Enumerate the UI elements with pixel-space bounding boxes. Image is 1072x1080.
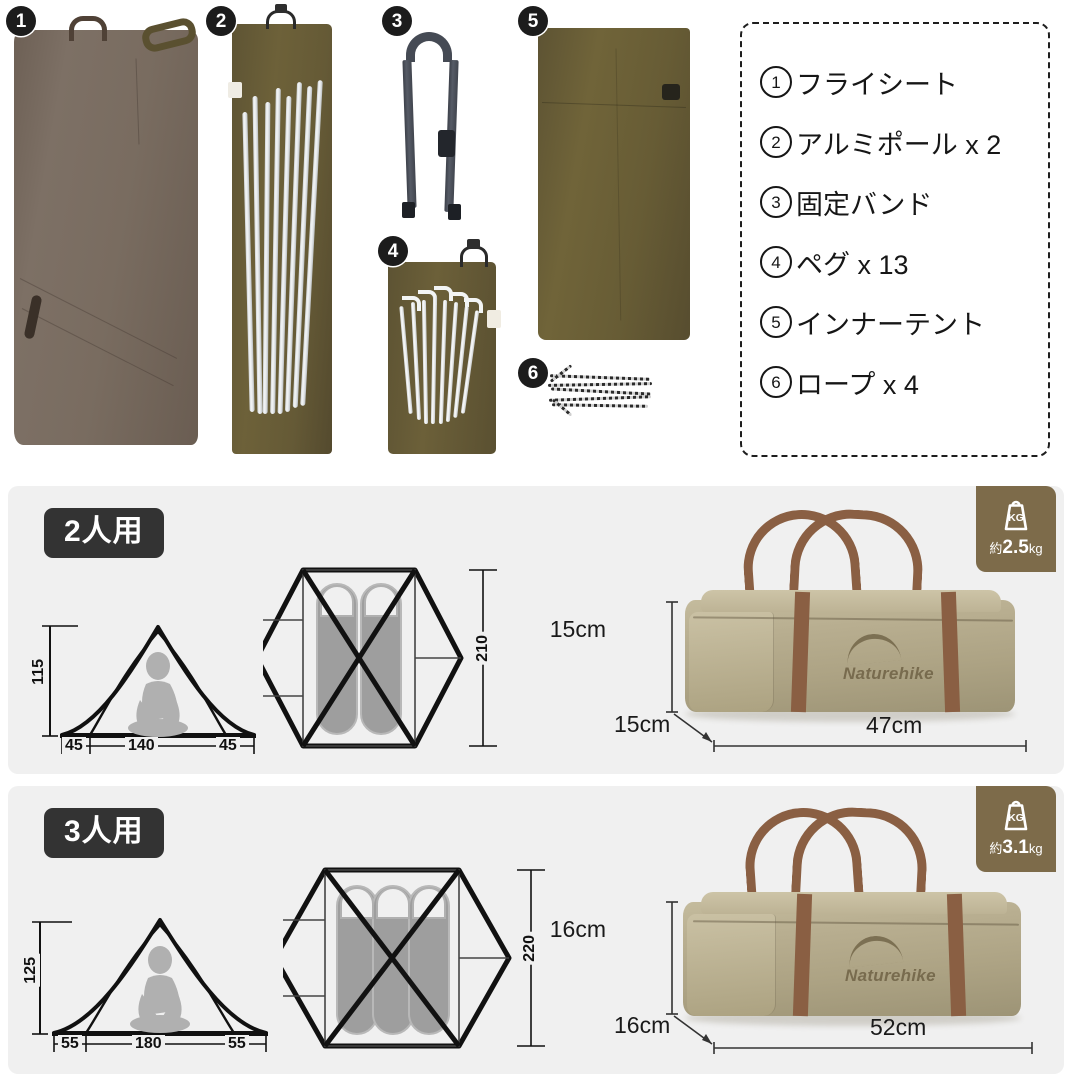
floorplan-depth-3p: 220 (521, 932, 539, 965)
bag-height-label-3p: 16cm (549, 916, 606, 942)
bag-end-pocket (687, 914, 776, 1016)
bag-height-label-2p: 15cm (549, 616, 606, 642)
fly-sheet-photo (14, 16, 198, 445)
brand-name-2p: Naturehike (843, 664, 934, 683)
part-number-badge-1: 1 (6, 6, 36, 36)
weight-badge-3p: KG 約3.1kg (976, 786, 1056, 872)
inner-tent-photo (538, 28, 690, 340)
bag-width-label-3p: 52cm (870, 1014, 927, 1040)
part-number-badge-4: 4 (378, 236, 408, 266)
legend-circle-number: 4 (760, 246, 792, 278)
inner-tent-strap (139, 15, 200, 62)
drawcord-icon (266, 4, 296, 29)
weight-value-3p: 約3.1kg (989, 837, 1043, 858)
parts-legend-box: 1 フライシート 2 アルミポール x 2 3 固定バンド 4 ペグ x 13 … (740, 22, 1050, 457)
part-number-badge-5: 5 (518, 6, 548, 36)
elevation-height-2p: 115 (30, 656, 48, 688)
part-number-badge-6: 6 (518, 358, 548, 388)
elevation-drawing-2p (42, 625, 256, 754)
legend-item-label: フライシート (796, 69, 958, 100)
elevation-right-width-3p: 55 (225, 1035, 249, 1053)
weight-kg-icon: KG (1004, 500, 1028, 531)
legend-circle-number: 2 (760, 126, 792, 158)
part-number-badge-2: 2 (206, 6, 236, 36)
bag-tag (228, 82, 242, 98)
bag-width-label-2p: 47cm (866, 712, 923, 738)
legend-item-label: ロープ x 4 (796, 369, 919, 400)
poles-bag-photo (228, 4, 332, 454)
floorplan-drawing-2p (263, 567, 497, 749)
band-tip (402, 202, 415, 218)
rope-photo (547, 364, 654, 418)
fixing-band-photo (392, 32, 466, 224)
weight-kg-icon: KG (1004, 800, 1028, 831)
legend-circle-number: 6 (760, 366, 792, 398)
drawcord-icon (460, 239, 488, 267)
bag-dimension-lines-2p (666, 601, 1027, 752)
capacity-badge-3p: 3人用 (44, 808, 164, 858)
inner-tent-buckle-icon (662, 84, 680, 100)
bag-dimension-lines-3p (666, 901, 1033, 1054)
legend-item-5: 5 インナーテント (760, 292, 1048, 352)
legend-circle-number: 1 (760, 66, 792, 98)
legend-item-4: 4 ペグ x 13 (760, 232, 1048, 292)
legend-item-3: 3 固定バンド (760, 172, 1048, 232)
bag-end-pocket (689, 612, 774, 712)
parts-overview-area: 1 2 3 4 (0, 0, 1072, 472)
elevation-center-width-3p: 180 (132, 1035, 165, 1053)
brand-name-3p: Naturehike (845, 966, 936, 985)
legend-item-2: 2 アルミポール x 2 (760, 112, 1048, 172)
legend-item-label: ペグ x 13 (796, 249, 909, 280)
legend-circle-number: 5 (760, 306, 792, 338)
elevation-right-width-2p: 45 (216, 737, 240, 755)
legend-item-6: 6 ロープ x 4 (760, 352, 1048, 412)
legend-item-label: 固定バンド (796, 189, 933, 220)
floorplan-drawing-3p (283, 867, 545, 1049)
legend-item-label: アルミポール x 2 (796, 129, 1002, 160)
weight-value-2p: 約2.5kg (989, 537, 1043, 558)
spec-panel-3-person: 3人用 KG 約3.1kg 125 55 180 55 (8, 786, 1064, 1074)
svg-text:KG: KG (1008, 812, 1024, 824)
legend-item-1: 1 フライシート (760, 52, 1048, 112)
svg-text:KG: KG (1008, 512, 1024, 524)
weight-badge-2p: KG 約2.5kg (976, 486, 1056, 572)
legend-item-label: インナーテント (796, 309, 985, 340)
carry-bag-photo-3p: Naturehike (643, 796, 1043, 1046)
elevation-height-3p: 125 (22, 954, 40, 987)
bag-tag (487, 310, 501, 328)
capacity-badge-2p: 2人用 (44, 508, 164, 558)
bag-depth-label-2p: 15cm (614, 711, 671, 737)
band-buckle-icon (438, 130, 455, 157)
elevation-drawing-3p (32, 918, 268, 1052)
spec-panel-2-person: 2人用 KG 約2.5kg 115 (8, 486, 1064, 774)
part-number-badge-3: 3 (382, 6, 412, 36)
elevation-left-width-3p: 55 (58, 1035, 82, 1053)
floorplan-depth-2p: 210 (474, 632, 492, 665)
band-loop (406, 32, 452, 62)
bag-depth-label-3p: 16cm (614, 1012, 671, 1038)
legend-circle-number: 3 (760, 186, 792, 218)
band-tip (448, 204, 461, 220)
elevation-left-width-2p: 45 (62, 737, 86, 755)
elevation-center-width-2p: 140 (125, 737, 158, 755)
carry-bag-photo-2p: Naturehike (643, 494, 1043, 744)
pegs-bag-photo (388, 239, 501, 454)
